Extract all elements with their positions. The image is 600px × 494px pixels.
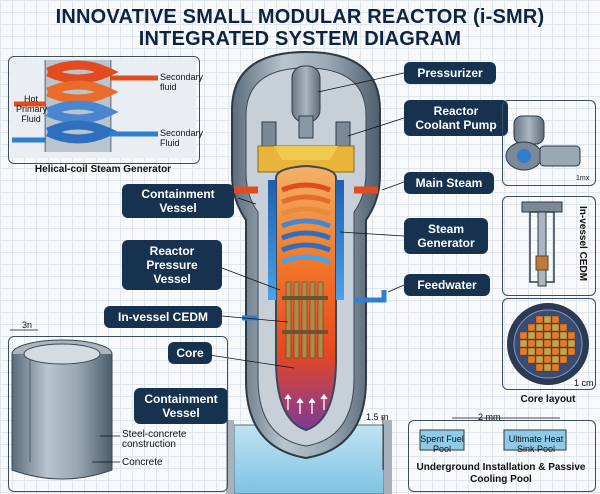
core-layout-caption: Core layout <box>520 394 576 405</box>
fuel-assembly <box>535 355 544 364</box>
reactor-pressure-vessel-callout: Reactor Pressure Vessel <box>122 240 222 290</box>
underground-pool-inset <box>408 420 596 492</box>
underground-installation-caption: Underground Installation & Passive Cooli… <box>416 462 586 485</box>
containment-construction-inset <box>8 336 228 492</box>
fuel-assembly <box>559 339 568 348</box>
fuel-assembly <box>559 323 568 332</box>
secondary-fluid-top-label: Secondary fluid <box>160 72 204 92</box>
feedwater-callout: Feedwater <box>404 274 490 296</box>
fuel-assembly <box>519 347 528 356</box>
fuel-assembly <box>519 331 528 340</box>
fuel-assembly <box>535 347 544 356</box>
fuel-assembly <box>543 347 552 356</box>
fuel-assembly <box>535 331 544 340</box>
fuel-assembly <box>559 347 568 356</box>
fuel-assembly <box>543 355 552 364</box>
cedm-inset <box>502 196 596 296</box>
fuel-assembly <box>567 339 576 348</box>
fuel-assembly <box>551 315 560 324</box>
containment-scale-label: 3n <box>22 320 33 330</box>
concrete-label: Concrete <box>122 457 163 468</box>
fuel-assembly <box>535 323 544 332</box>
fuel-assembly <box>567 347 576 356</box>
fuel-assembly <box>551 363 560 372</box>
steam-generator-callout: Steam Generator <box>404 218 488 254</box>
spent-fuel-pool-label: Spent Fuel Pool <box>420 434 464 454</box>
fuel-assembly <box>535 363 544 372</box>
fuel-assembly <box>543 323 552 332</box>
fuel-assembly <box>567 331 576 340</box>
pump-scale-label: 1mx <box>576 175 590 182</box>
steel-concrete-label: Steel-concrete construction <box>122 429 187 450</box>
fuel-assembly <box>543 363 552 372</box>
core-layout-inset <box>502 298 596 390</box>
fuel-assembly <box>551 347 560 356</box>
fuel-assembly <box>527 331 536 340</box>
heat-sink-pool-label: Ultimate Heat Sink Pool <box>508 434 564 454</box>
fuel-assembly <box>543 339 552 348</box>
fuel-assembly <box>527 347 536 356</box>
pressurizer-callout: Pressurizer <box>404 62 496 84</box>
coolant-pump-inset <box>502 100 596 186</box>
fuel-assembly <box>527 339 536 348</box>
pool-scale-label: 2 mm <box>478 412 501 422</box>
diagram-title-line2: INTEGRATED SYSTEM DIAGRAM <box>138 28 462 50</box>
fuel-assembly <box>535 315 544 324</box>
fuel-assembly <box>551 323 560 332</box>
cedm-callout: In-vessel CEDM <box>104 306 222 328</box>
fuel-assembly <box>527 323 536 332</box>
base-scale-label: 1.5 m <box>366 412 389 422</box>
secondary-fluid-bottom-label: Secondary Fluid <box>160 128 204 148</box>
fuel-assembly <box>551 339 560 348</box>
hot-primary-label: Hot Primary Fluid <box>16 94 47 124</box>
fuel-assembly <box>543 315 552 324</box>
fuel-assembly <box>543 331 552 340</box>
helical-steam-generator-caption: Helical-coil Steam Generator <box>34 164 172 175</box>
fuel-assembly <box>551 331 560 340</box>
fuel-assembly <box>527 355 536 364</box>
core-callout: Core <box>168 342 212 364</box>
fuel-assembly <box>551 355 560 364</box>
containment-vessel-inset-callout: Containment Vessel <box>134 388 228 424</box>
core-scale-label: 1 cm <box>574 378 594 388</box>
fuel-assembly <box>519 339 528 348</box>
containment-vessel-callout: Containment Vessel <box>122 184 234 218</box>
fuel-assembly <box>559 355 568 364</box>
cedm-inset-label: In-vessel CEDM <box>577 206 588 282</box>
fuel-assembly <box>559 331 568 340</box>
diagram-title-line1: INNOVATIVE SMALL MODULAR REACTOR (i-SMR) <box>55 6 545 28</box>
helical-steam-generator-inset <box>8 56 200 164</box>
main-steam-callout: Main Steam <box>404 172 494 194</box>
fuel-assembly <box>535 339 544 348</box>
coolant-pump-callout: Reactor Coolant Pump <box>404 100 508 136</box>
